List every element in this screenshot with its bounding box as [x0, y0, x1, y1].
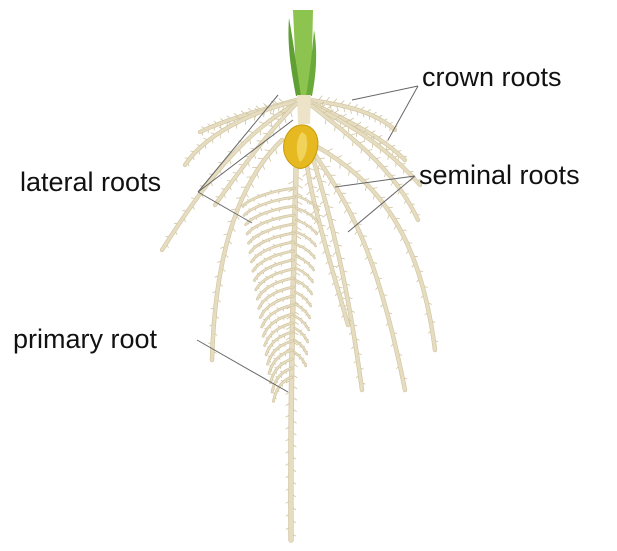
- seminal-root-3-body: [316, 146, 435, 350]
- seminal-root-4: [209, 140, 282, 360]
- leader-lateral-2: [198, 120, 293, 192]
- leader-primary: [197, 340, 288, 392]
- lateral-root-right-7: [296, 268, 314, 282]
- lateral-root-right-10: [295, 304, 310, 318]
- shoot-base: [297, 95, 311, 124]
- lateral-root-right-8: [295, 280, 312, 294]
- lateral-root-right-13: [294, 340, 307, 354]
- lateral-root-right-14: [294, 352, 306, 366]
- lateral-root-right-11: [295, 316, 310, 330]
- label-lateral-roots: lateral roots: [20, 169, 161, 196]
- lateral-root-right-12: [295, 328, 309, 342]
- leader-lateral-1: [198, 95, 278, 192]
- crown-root-8: [312, 106, 420, 220]
- label-primary-root: primary root: [13, 326, 157, 353]
- label-crown-roots: crown roots: [422, 64, 562, 91]
- leader-crown-2: [388, 86, 418, 140]
- leader-crown-1: [352, 86, 418, 100]
- lateral-root-right-6: [296, 256, 314, 270]
- lateral-root-right-3: [296, 220, 316, 234]
- leader-seminal-2: [348, 176, 415, 232]
- lateral-root-right-9: [295, 292, 311, 306]
- leader-seminal-1: [335, 176, 415, 187]
- lateral-root-right-4: [296, 232, 316, 246]
- seminal-root-3-outline: [316, 146, 435, 350]
- crown-root-3-hairs: [166, 112, 283, 248]
- seminal-root-5-body: [305, 150, 348, 325]
- label-seminal-roots: seminal roots: [419, 162, 580, 189]
